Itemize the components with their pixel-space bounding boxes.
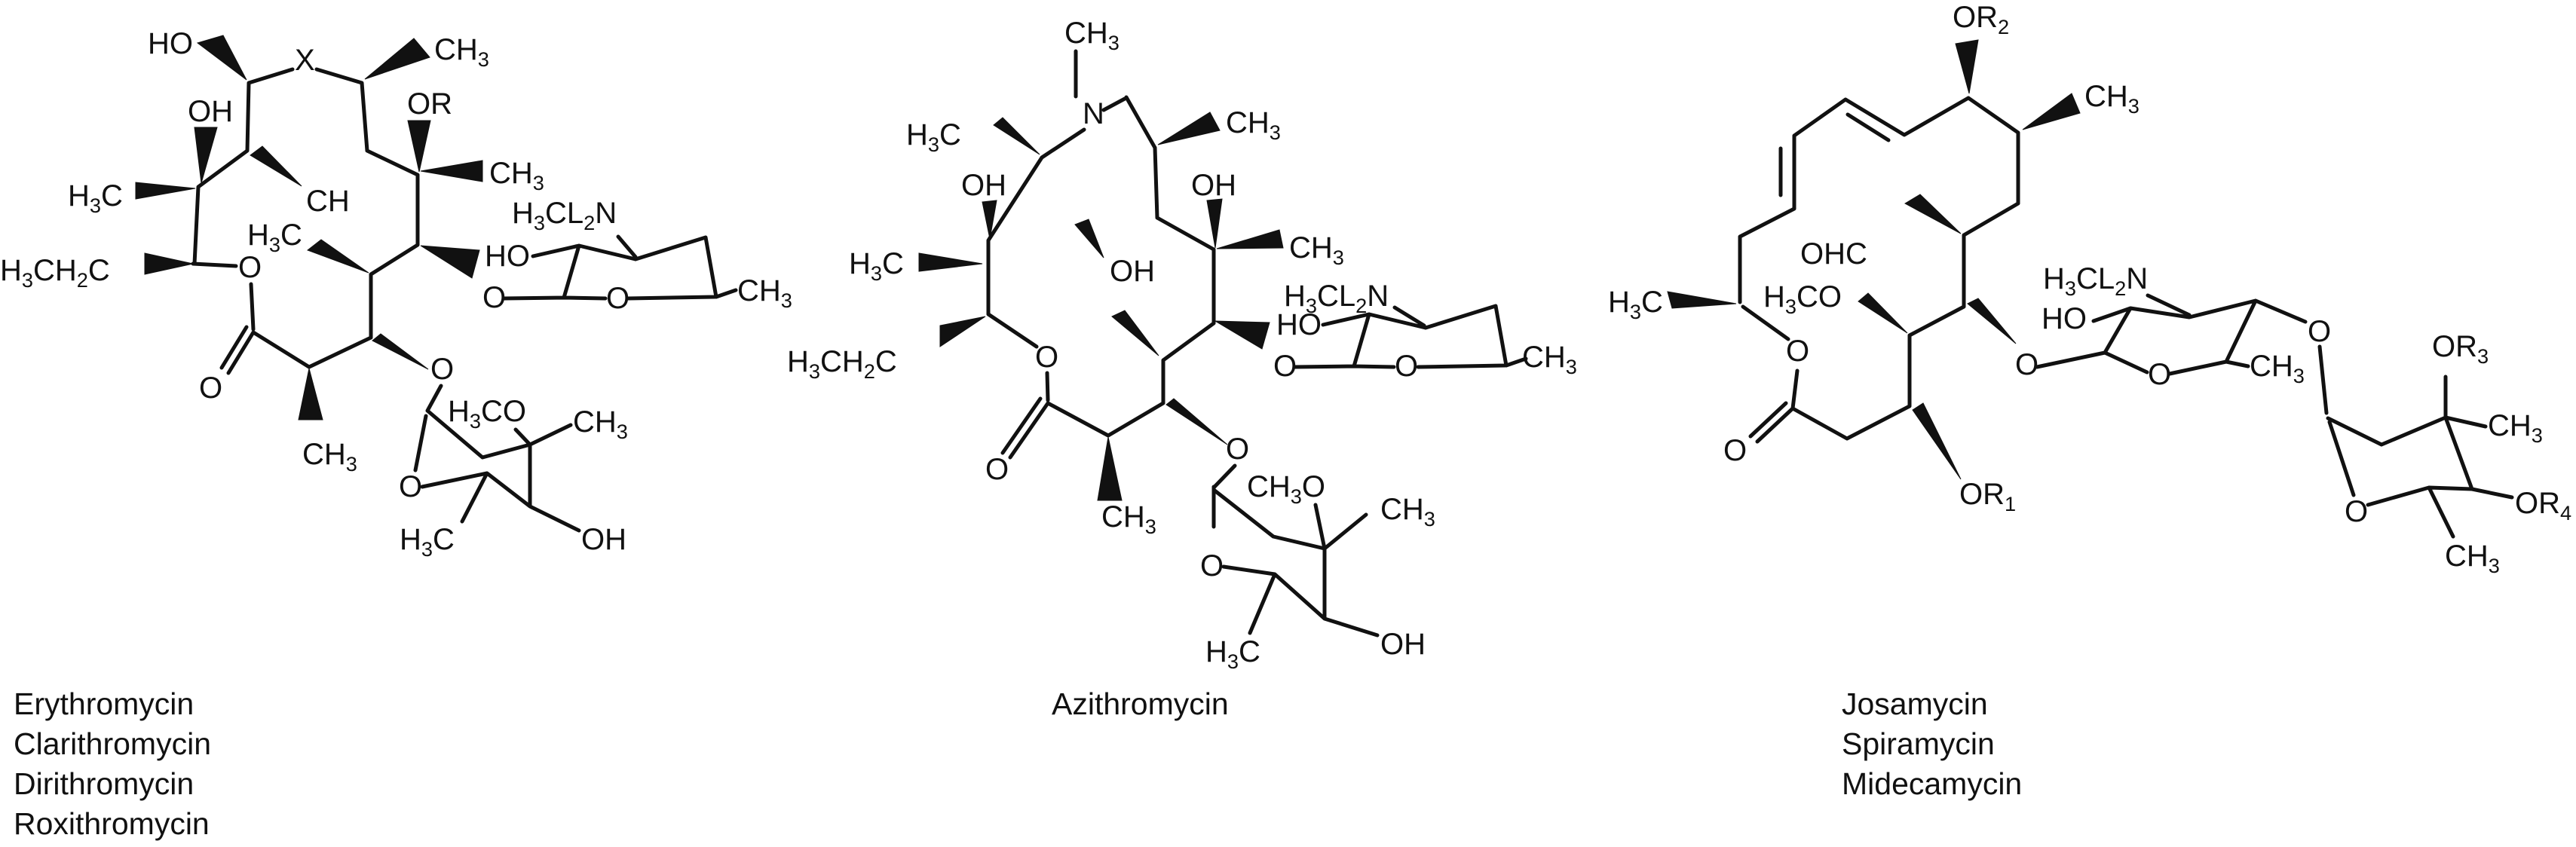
s1-label-h3c-mid: H3C	[247, 219, 302, 256]
s1-label-ch3-top: CH3	[434, 33, 489, 71]
s2-label-h3c-upperleft: H3C	[906, 118, 961, 156]
s2-label-ch3-c6: CH3	[1289, 231, 1344, 269]
s3-label-o-ester: O	[1786, 335, 1810, 368]
s1-label-h3cl2n: H3CL2N	[512, 197, 617, 234]
s1-label-o-carbonyl: O	[199, 372, 223, 405]
s3-desosamine-bonds	[2035, 293, 2308, 376]
name-clarithromycin: Clarithromycin	[14, 726, 211, 761]
s3-label-ch3-mycarose-right: CH3	[2488, 409, 2543, 447]
s1-label-o-ester: O	[238, 251, 262, 284]
s2-label-h3c-cladinose: H3C	[1205, 635, 1260, 673]
s2-label-o-des-left: O	[1273, 350, 1297, 383]
s2-label-ch3-c2: CH3	[1101, 500, 1156, 538]
s1-label-o-des-left: O	[482, 281, 507, 314]
s2-label-ho-des: HO	[1276, 308, 1322, 341]
s1-label-oh-left: OH	[188, 95, 233, 128]
s3-label-or2: OR2	[1953, 1, 2010, 38]
s1-label-ch3-c2: CH3	[302, 438, 357, 475]
s3-label-o-link: O	[2308, 315, 2332, 348]
s1-label-or-group: OR	[407, 87, 452, 121]
s1-desosamine-bonds	[502, 234, 738, 301]
s2-macrolactone-bonds	[986, 49, 1216, 460]
s3-mycarose-bonds	[2317, 344, 2514, 539]
s2-label-oh-mid: OH	[1110, 255, 1155, 288]
s3-label-o-glycosidic: O	[2015, 348, 2039, 381]
s3-label-or4: OR4	[2515, 487, 2572, 524]
s1-label-o-ring-cladinose: O	[399, 470, 423, 503]
s2-label-ch3-cladinose: CH3	[1380, 493, 1435, 531]
s1-label-h3c-left: H3C	[68, 179, 123, 217]
s2-desosamine-bonds	[1292, 304, 1528, 369]
s1-label-h3co: H3CO	[448, 395, 527, 433]
s2-label-h3c-farleft: H3C	[849, 247, 904, 285]
s1-label-ho-top: HO	[148, 27, 193, 60]
name-spiramycin: Spiramycin	[1842, 726, 1995, 761]
s2-label-o-glycosidic: O	[1226, 433, 1250, 466]
s2-label-oh-left: OH	[961, 169, 1006, 202]
name-erythromycin: Erythromycin	[14, 686, 195, 721]
s3-label-or1: OR1	[1959, 478, 2017, 515]
s3-label-ch3-c8: CH3	[2084, 80, 2140, 118]
s2-label-o-ester: O	[1035, 341, 1059, 374]
s2-label-o-carbonyl: O	[985, 453, 1009, 486]
s3-label-ho-des: HO	[2042, 302, 2087, 335]
s1-label-ch-mid: CH	[306, 185, 350, 218]
s1-label-ch3-des: CH3	[737, 274, 792, 312]
s2-cladinose-bonds	[1211, 463, 1380, 638]
s3-label-ch3-des: CH3	[2250, 350, 2305, 387]
s3-label-o-carbonyl: O	[1723, 434, 1747, 467]
s2-label-oh-cladinose: OH	[1380, 628, 1426, 661]
s3-label-h3c-left: H3C	[1608, 286, 1663, 323]
name-azithromycin: Azithromycin	[1052, 686, 1229, 721]
s1-label-x-atom: X	[295, 44, 315, 77]
s3-stereo-wedges	[1667, 39, 2081, 480]
s2-label-ch3o: CH3O	[1247, 470, 1326, 508]
name-josamycin: Josamycin	[1842, 686, 1988, 721]
s3-label-h3co: H3CO	[1763, 280, 1842, 318]
s1-label-ho-des: HO	[485, 240, 530, 273]
s1-cladinose-bonds	[413, 384, 581, 533]
s1-label-oh-cladinose: OH	[581, 523, 626, 556]
s1-label-h3c-cladinose: H3C	[400, 523, 455, 561]
s1-macrolactone-bonds	[191, 67, 420, 375]
s1-label-ch3-c6: CH3	[489, 157, 544, 194]
s2-label-ch3-des: CH3	[1522, 341, 1577, 378]
s1-label-o-des-right: O	[606, 282, 630, 315]
s2-label-h3ch2c: H3CH2C	[787, 345, 897, 383]
s2-label-ch3-upperright: CH3	[1226, 106, 1281, 144]
s2-label-ch3-n: CH3	[1064, 17, 1120, 54]
s3-macrolactone-bonds	[1738, 96, 2020, 444]
s3-label-o-ring-mycarose: O	[2345, 495, 2369, 528]
name-roxithromycin: Roxithromycin	[14, 806, 210, 841]
s2-label-o-ring-cladinose: O	[1200, 549, 1224, 583]
s1-label-ch3-cladinose: CH3	[573, 405, 628, 443]
s2-label-oh-right: OH	[1191, 169, 1236, 202]
s3-label-or3: OR3	[2432, 330, 2489, 368]
s3-label-ohc: OHC	[1800, 237, 1867, 271]
s3-label-ch3-mycarose-bottom: CH3	[2445, 540, 2500, 577]
s2-label-h3cl2n: H3CL2N	[1284, 280, 1389, 317]
s3-label-o-ring-des: O	[2148, 358, 2172, 391]
s1-stereo-wedges	[135, 35, 483, 420]
s2-label-o-des-right: O	[1395, 350, 1419, 383]
s3-label-h3cl2n: H3CL2N	[2043, 262, 2149, 300]
name-midecamycin: Midecamycin	[1842, 766, 2023, 801]
s2-label-n-atom: N	[1083, 97, 1104, 130]
s2-stereo-wedges	[918, 112, 1284, 501]
s1-label-o-glycosidic: O	[430, 353, 455, 386]
s1-label-h3ch2c: H3CH2C	[0, 254, 110, 292]
name-dirithromycin: Dirithromycin	[14, 766, 195, 801]
